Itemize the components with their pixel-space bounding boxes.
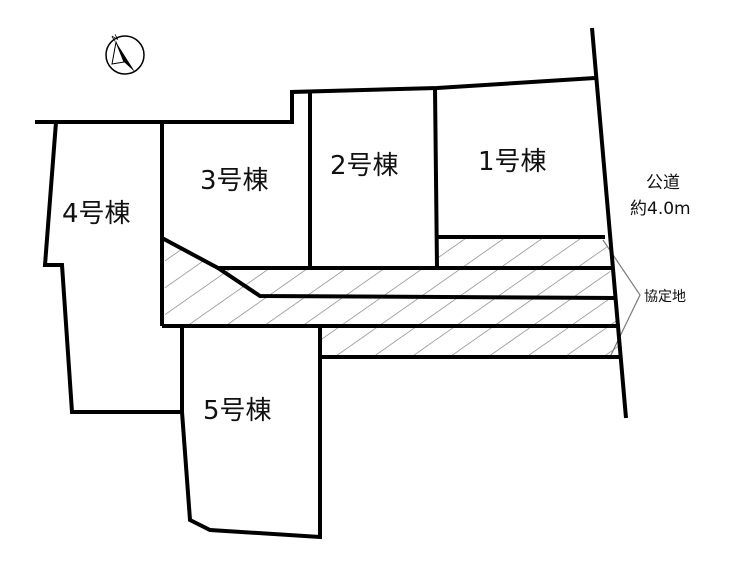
lot-1-lot-2-divider [433,87,439,269]
lot-5-outline [180,326,322,540]
lane-middle-edge [216,266,617,300]
lot-2-label: 2号棟 [330,151,399,181]
compass-north-letter: N [110,33,120,44]
road-label-line1: 公道 [646,173,680,193]
agreement-area-label: 協定地 [644,289,686,305]
compass-icon: N [105,33,145,75]
agreement-area-hatch-upper [437,237,610,268]
lot-1-label: 1号棟 [478,147,547,177]
lot-3-label: 3号棟 [200,166,269,196]
public-road-line [590,27,628,419]
lot-4-label: 4号棟 [62,199,131,229]
north-boundary [162,76,596,124]
lot-4-outline [42,121,182,414]
road-label-line2: 約4.0m [630,199,691,219]
lot-5-label: 5号棟 [203,396,272,426]
